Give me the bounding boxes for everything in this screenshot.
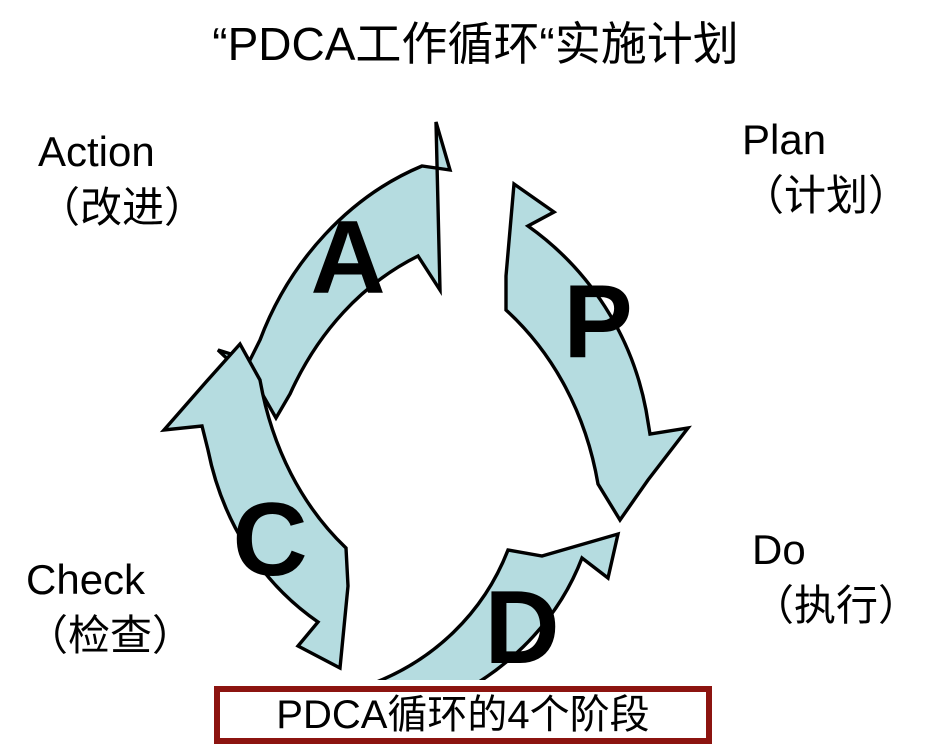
cycle-letter-d: D [484, 570, 559, 680]
stage-label-do-chinese: （执行） [752, 582, 921, 629]
cycle-letter-c: C [232, 482, 307, 598]
stage-label-do-english: Do [752, 526, 806, 573]
cycle-arrow-check[interactable]: C [159, 341, 350, 671]
caption-box: PDCA循环的4个阶段 [214, 686, 712, 744]
cycle-letter-p: P [563, 264, 632, 380]
stage-label-check-chinese: （检查） [26, 612, 195, 659]
stage-label-action-english: Action [38, 128, 155, 175]
stage-label-check: Check （检查） [26, 552, 194, 664]
stage-label-plan-english: Plan [742, 116, 827, 163]
page-title: “PDCA工作循环“实施计划 [212, 18, 739, 70]
cycle-letter-a: A [310, 200, 385, 316]
stage-label-do: Do （执行） [752, 522, 920, 634]
cycle-arrow-do[interactable]: D [334, 531, 621, 680]
stage-label-plan-chinese: （计划） [742, 172, 911, 219]
stage-label-action-chinese: （改进） [38, 184, 207, 231]
cycle-arrow-plan[interactable]: P [504, 180, 692, 524]
caption-text: PDCA循环的4个阶段 [276, 693, 650, 737]
arrow-shape-p [504, 180, 692, 524]
pdca-cycle-diagram: A P D C [159, 121, 692, 680]
stage-label-action: Action （改进） [38, 124, 206, 236]
stage-label-plan: Plan （计划） [742, 112, 910, 224]
arrow-shape-d [376, 531, 621, 680]
stage-label-check-english: Check [26, 556, 146, 603]
arrow-shape-c [159, 341, 350, 671]
cycle-arrow-action[interactable]: A [216, 121, 453, 422]
